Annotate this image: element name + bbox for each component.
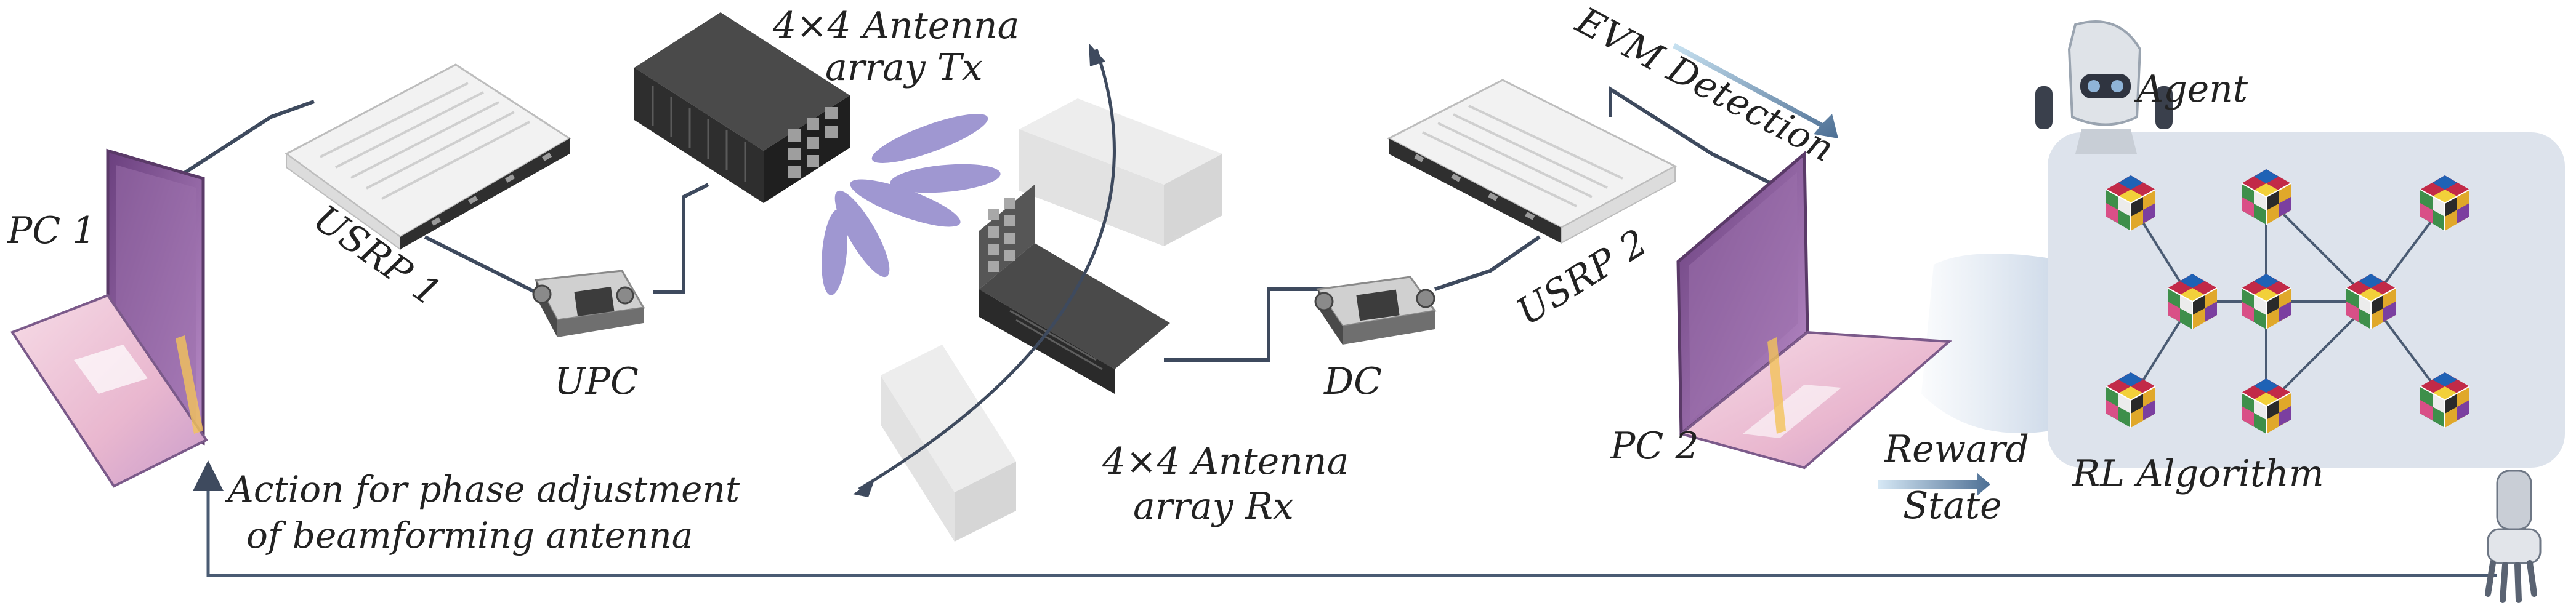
wire-pc1-usrp1 [165, 100, 315, 186]
wire-upc-tx [653, 183, 709, 294]
pc1-label: PC 1 [7, 209, 96, 252]
upc-label: UPC [554, 360, 639, 403]
upc-converter-icon [532, 270, 645, 337]
rotation-arrowhead-bottom [853, 480, 874, 497]
pc1-laptop-icon [10, 148, 208, 488]
feedback-loop [193, 460, 2497, 577]
usrp1-device-icon [285, 63, 571, 250]
wire-rx-dc [1164, 287, 1327, 362]
rotation-arc [858, 49, 1116, 491]
beam-lobes [822, 114, 1001, 295]
rx-label-line2: array Rx [1133, 485, 1294, 528]
robot-agent-icon [2035, 20, 2173, 154]
pc2-label: PC 2 [1610, 425, 1699, 468]
dc-converter-icon [1314, 276, 1437, 345]
reward-label: Reward [1884, 428, 2029, 471]
dc-label: DC [1323, 360, 1382, 403]
state-label: State [1903, 484, 2002, 527]
reward-state-arrow [1878, 473, 1990, 496]
action-label-line1: Action for phase adjustment [225, 468, 740, 510]
tx-antenna-array-icon [634, 12, 850, 203]
rx-ghost-positions [881, 98, 1222, 542]
robot-hand-icon [2485, 470, 2542, 603]
wire-usrp2-pc2 [1609, 86, 1775, 186]
wire-dc-usrp2 [1434, 235, 1541, 291]
rx-antenna-array-icon [979, 185, 1170, 394]
usrp2-label: USRP 2 [1509, 221, 1655, 334]
feedback-arrow [193, 460, 2497, 577]
tx-label-line1: 4×4 Antenna [772, 4, 1019, 47]
evm-arrow [1673, 43, 1838, 138]
action-label-line2: of beamforming antenna [246, 514, 693, 556]
rx-label-line1: 4×4 Antenna [1102, 440, 1349, 483]
wires [165, 86, 1775, 362]
agent-label: Agent [2134, 68, 2248, 111]
usrp2-device-icon [1386, 79, 1678, 244]
wire-usrp1-upc [424, 235, 537, 294]
beam-cone [1921, 254, 2051, 433]
tx-label-line2: array Tx [825, 46, 983, 89]
pc2-laptop-icon [1676, 150, 1952, 470]
rl-algorithm-label: RL Algorithm [2072, 452, 2324, 495]
rotation-arrowhead-top [1089, 43, 1105, 66]
